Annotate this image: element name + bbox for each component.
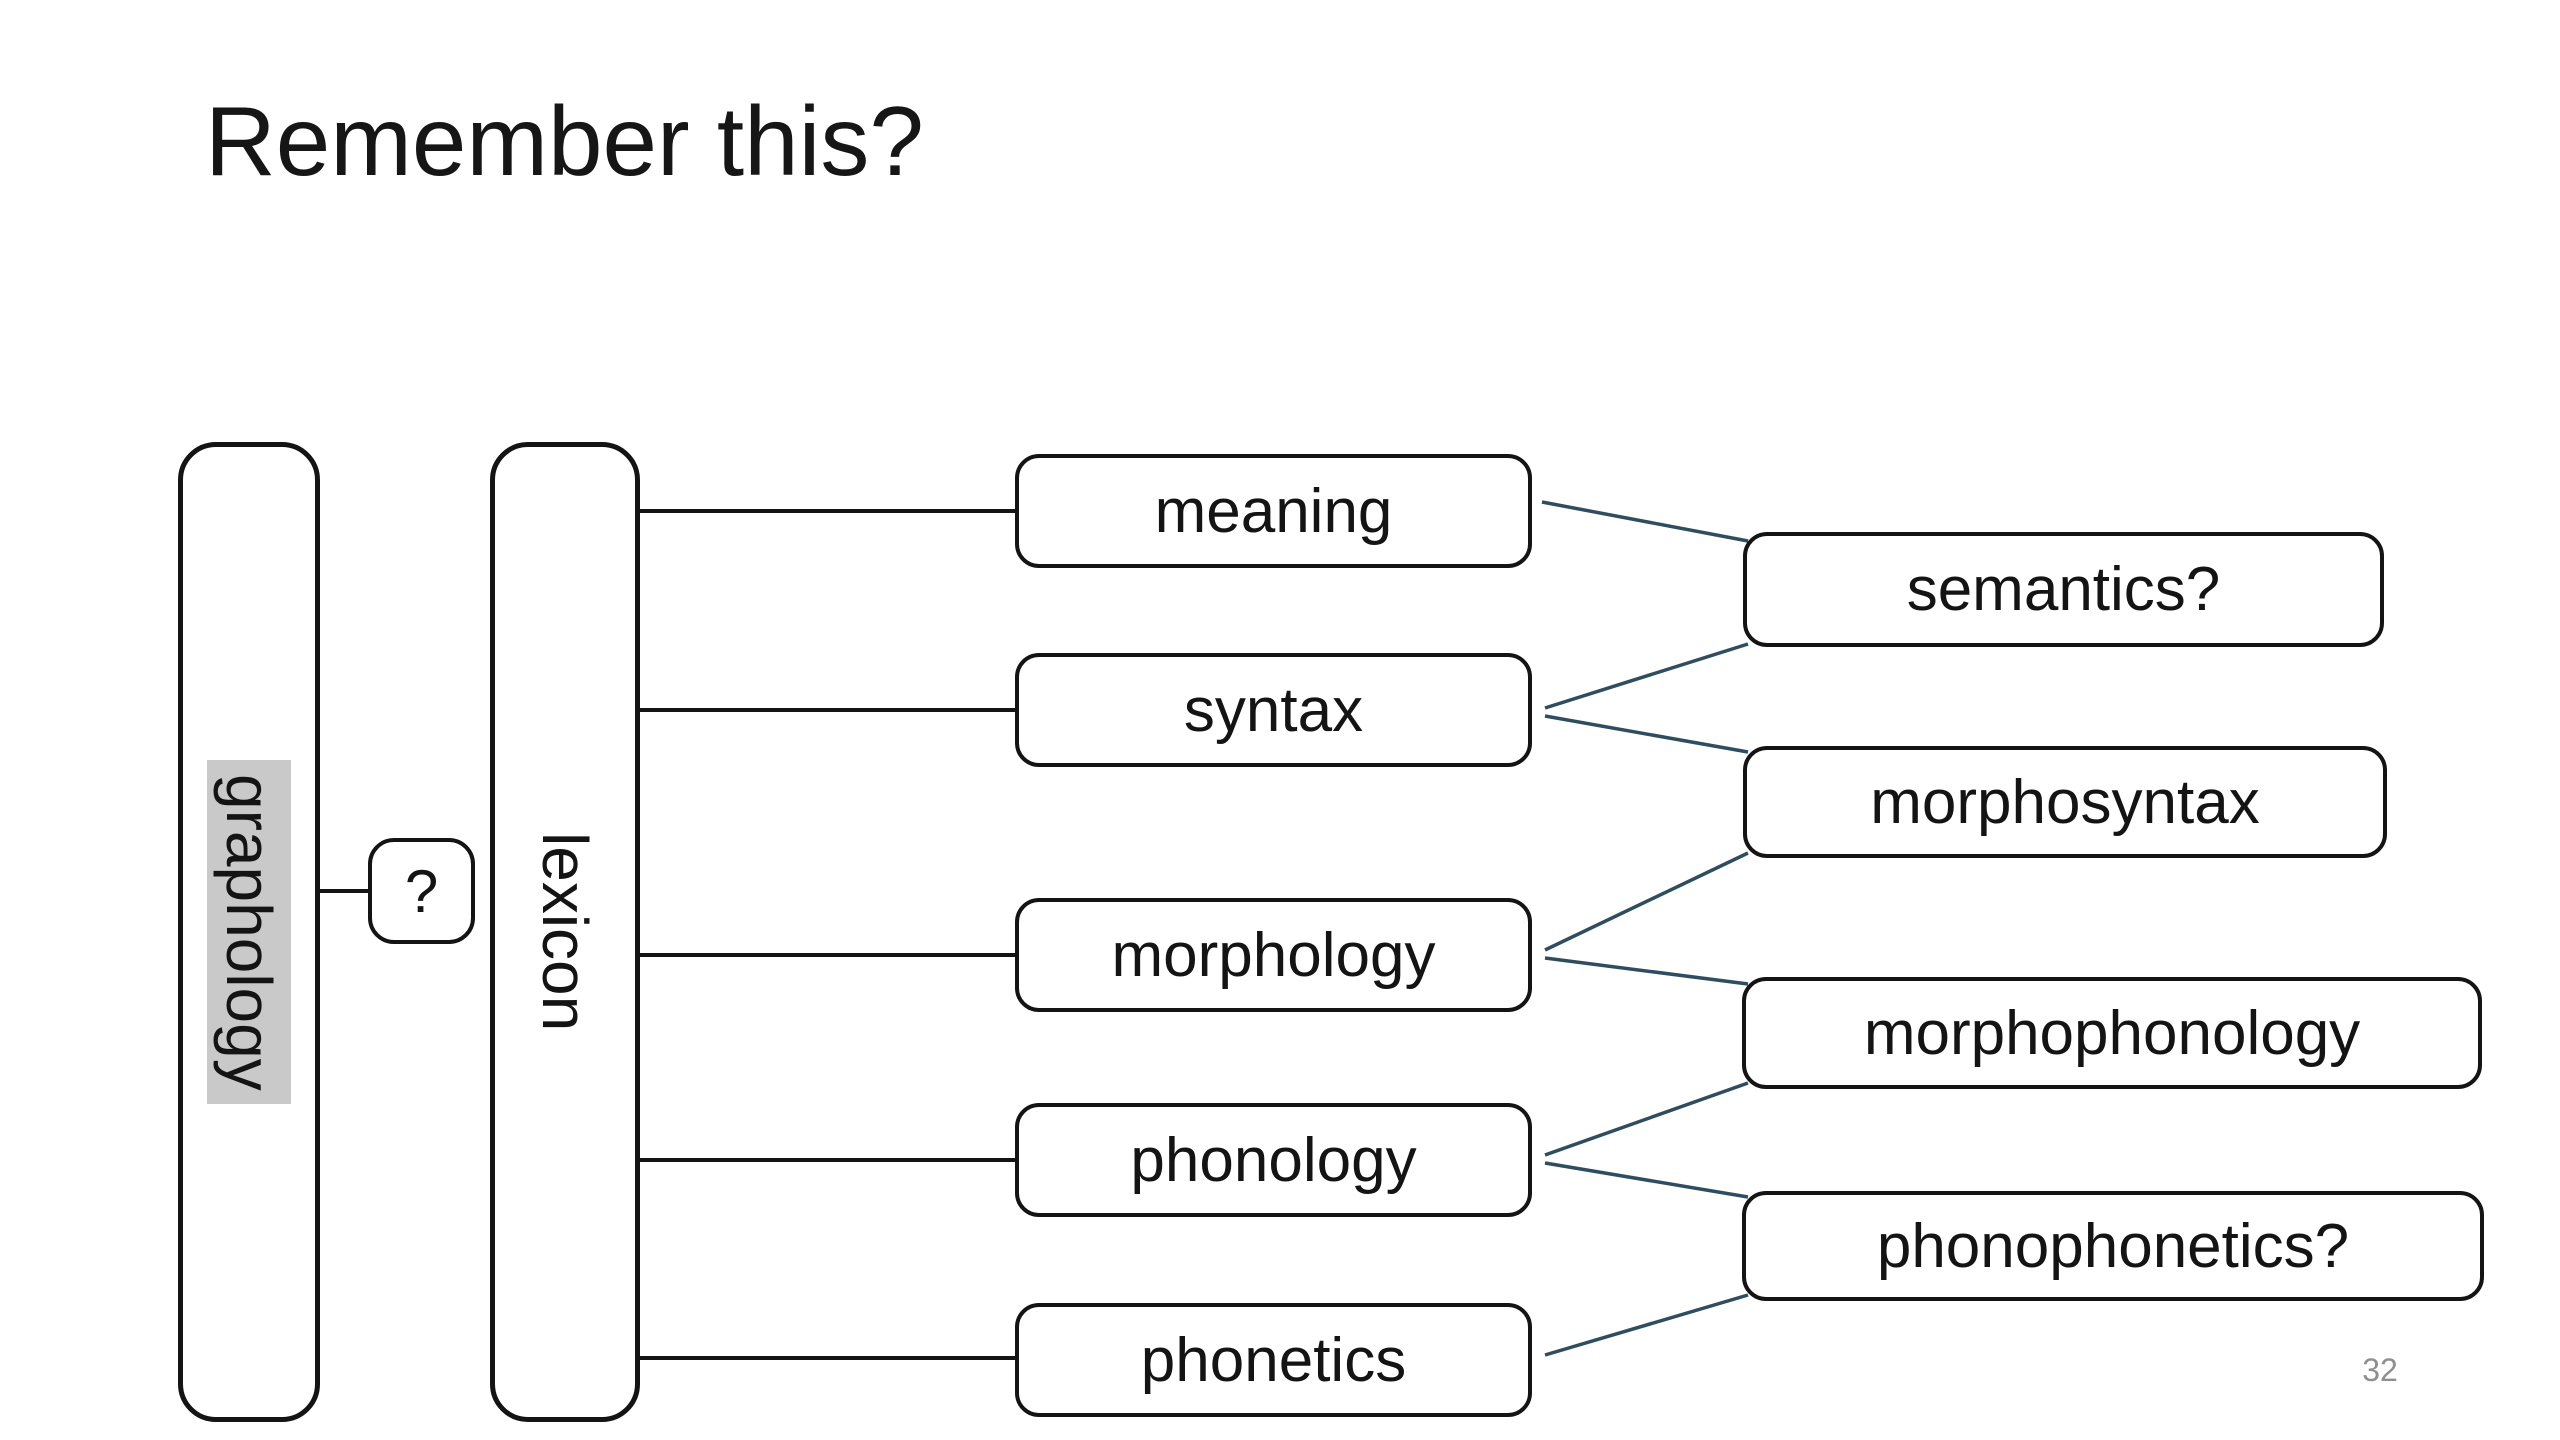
box-morphosyntax: morphosyntax [1743,746,2387,858]
box-phonophonetics: phonophonetics? [1742,1191,2484,1301]
box-meaning: meaning [1015,454,1532,568]
box-semantics-label: semantics? [1906,555,2221,624]
box-morphosyntax-label: morphosyntax [1870,767,2260,837]
box-syntax: syntax [1015,653,1532,767]
box-syntax-label: syntax [1183,675,1364,745]
box-phonetics: phonetics [1015,1303,1532,1417]
box-meaning-label: meaning [1154,476,1393,546]
box-morphophonology-label: morphophonology [1863,998,2361,1068]
connector-phonetics-phonophonetics [1544,1293,1749,1357]
box-phonetics-label: phonetics [1140,1325,1407,1395]
box-phonology: phonology [1015,1103,1532,1217]
connector-morphology-morphosyntax [1544,851,1749,952]
box-morphophonology: morphophonology [1742,977,2482,1089]
connector-morphology-morphophonology [1544,956,1749,986]
box-lexicon: lexicon [490,442,640,1422]
box-question-mark: ? [368,838,475,944]
connector-phonology-morphophonology [1544,1081,1749,1157]
box-graphology-label: graphology [207,759,291,1105]
box-morphology-label: morphology [1111,920,1436,990]
box-phonology-label: phonology [1130,1125,1417,1195]
box-morphology: morphology [1015,898,1532,1012]
page-title: Remember this? [205,86,924,196]
box-lexicon-label: lexicon [529,832,601,1032]
box-semantics: semantics? [1743,532,2384,647]
page-number: 32 [2362,1352,2398,1388]
box-phonophonetics-label: phonophonetics? [1876,1211,2350,1281]
connector-syntax-morphosyntax [1544,714,1749,754]
connector-meaning-semantics [1541,500,1749,543]
connector-phonology-phonophonetics [1544,1161,1749,1199]
box-graphology: graphology [178,442,320,1422]
connector-syntax-semantics [1544,642,1749,710]
box-question-mark-label: ? [404,857,439,925]
